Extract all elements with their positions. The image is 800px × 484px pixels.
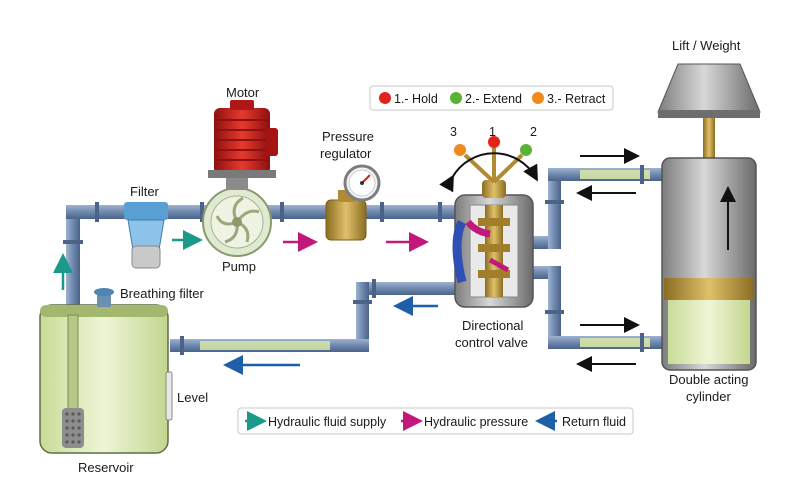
extend-dot — [450, 92, 462, 104]
pressure-legend-label: Hydraulic pressure — [424, 415, 528, 429]
lift-weight-label: Lift / Weight — [672, 38, 741, 53]
pressure-regulator-label-line2: regulator — [320, 146, 372, 161]
level-label: Level — [177, 390, 208, 405]
hold-label: 1.- Hold — [394, 92, 438, 106]
directional-valve-label-line1: Directional — [462, 318, 524, 333]
pump — [202, 187, 272, 257]
double-acting-cylinder — [657, 63, 761, 371]
hold-dot — [379, 92, 391, 104]
filter — [124, 202, 168, 269]
lever-knob-hold — [488, 136, 500, 148]
flow-legend: Hydraulic fluid supply Hydraulic pressur… — [237, 407, 634, 435]
valve-position-legend: 1.- Hold 2.- Extend 3.- Retract — [369, 85, 614, 111]
valve-lever-knobs: 1 3 2 — [450, 125, 537, 156]
retract-label: 3.- Retract — [547, 92, 606, 106]
pump-label: Pump — [222, 259, 256, 274]
extend-label: 2.- Extend — [465, 92, 522, 106]
lever-knob-extend — [520, 144, 532, 156]
pressure-regulator-label-line1: Pressure — [322, 129, 374, 144]
directional-control-valve — [439, 148, 538, 308]
directional-valve-label-line2: control valve — [455, 335, 528, 350]
supply-legend-label: Hydraulic fluid supply — [268, 415, 387, 429]
flow-arrows — [53, 148, 640, 375]
lever-number-retract: 3 — [450, 125, 457, 139]
motor-label: Motor — [226, 85, 260, 100]
lever-number-extend: 2 — [530, 125, 537, 139]
motor — [208, 100, 278, 190]
lever-knob-retract — [454, 144, 466, 156]
return-legend-label: Return fluid — [562, 415, 626, 429]
reservoir-label: Reservoir — [78, 460, 134, 475]
cylinder-label-line1: Double acting — [669, 372, 749, 387]
breathing-filter — [94, 288, 114, 307]
lever-number-hold: 1 — [489, 125, 496, 139]
pressure-regulator — [325, 164, 381, 241]
cylinder-label-line2: cylinder — [686, 389, 731, 404]
breathing-filter-label: Breathing filter — [120, 286, 204, 301]
filter-label: Filter — [130, 184, 160, 199]
retract-dot — [532, 92, 544, 104]
component-labels: Motor Filter Pump Pressure regulator Bre… — [78, 38, 749, 475]
reservoir — [39, 288, 173, 454]
